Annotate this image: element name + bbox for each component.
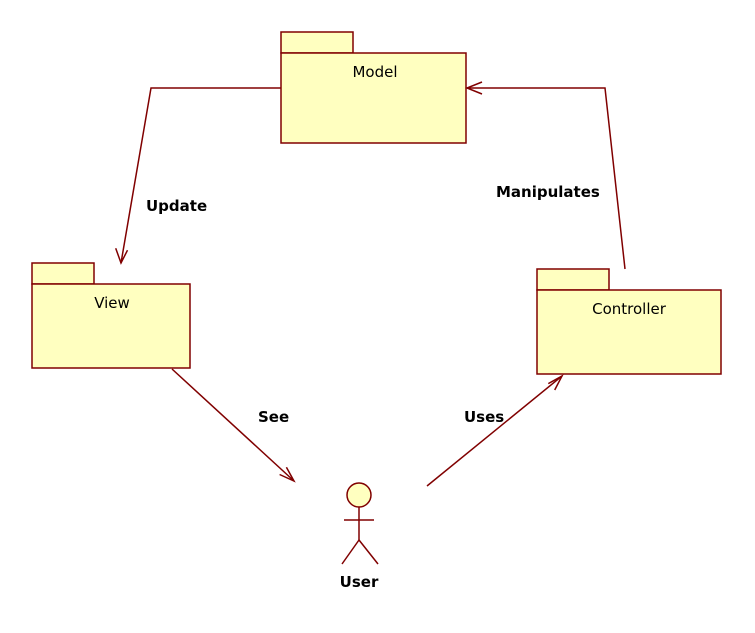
update-label: Update [146, 197, 207, 215]
model-package-tab [280, 31, 354, 54]
uses-arrow-line [426, 375, 563, 487]
uses-label: Uses [464, 408, 504, 426]
controller-package-tab [536, 268, 610, 291]
model-package[interactable]: Model [280, 31, 467, 144]
model-package-label: Model [352, 63, 397, 81]
see-arrow-line [171, 368, 295, 482]
user-actor[interactable] [341, 482, 379, 565]
see-label: See [258, 408, 289, 426]
uses-arrowhead [547, 374, 564, 391]
manipulates-arrow-line [467, 87, 626, 270]
manipulates-arrowhead [464, 81, 483, 95]
user-actor-label: User [340, 573, 379, 591]
update-relation[interactable] [114, 87, 281, 265]
model-package-body [280, 52, 467, 144]
view-package-label: View [94, 294, 130, 312]
user-actor-left-leg [341, 539, 360, 565]
user-actor-head [346, 482, 372, 508]
view-package[interactable]: View [31, 262, 191, 369]
manipulates-relation[interactable] [464, 81, 626, 270]
view-package-body [31, 283, 191, 369]
controller-package-body [536, 289, 722, 375]
manipulates-label: Manipulates [496, 183, 600, 201]
update-arrowhead [114, 247, 129, 265]
uses-relation[interactable] [426, 374, 564, 487]
user-actor-right-leg [358, 539, 379, 565]
see-arrowhead [279, 466, 296, 483]
update-arrow-line [120, 87, 281, 264]
controller-package-label: Controller [592, 300, 667, 318]
view-package-tab [31, 262, 95, 285]
controller-package[interactable]: Controller [536, 268, 722, 375]
see-relation[interactable] [171, 368, 296, 483]
